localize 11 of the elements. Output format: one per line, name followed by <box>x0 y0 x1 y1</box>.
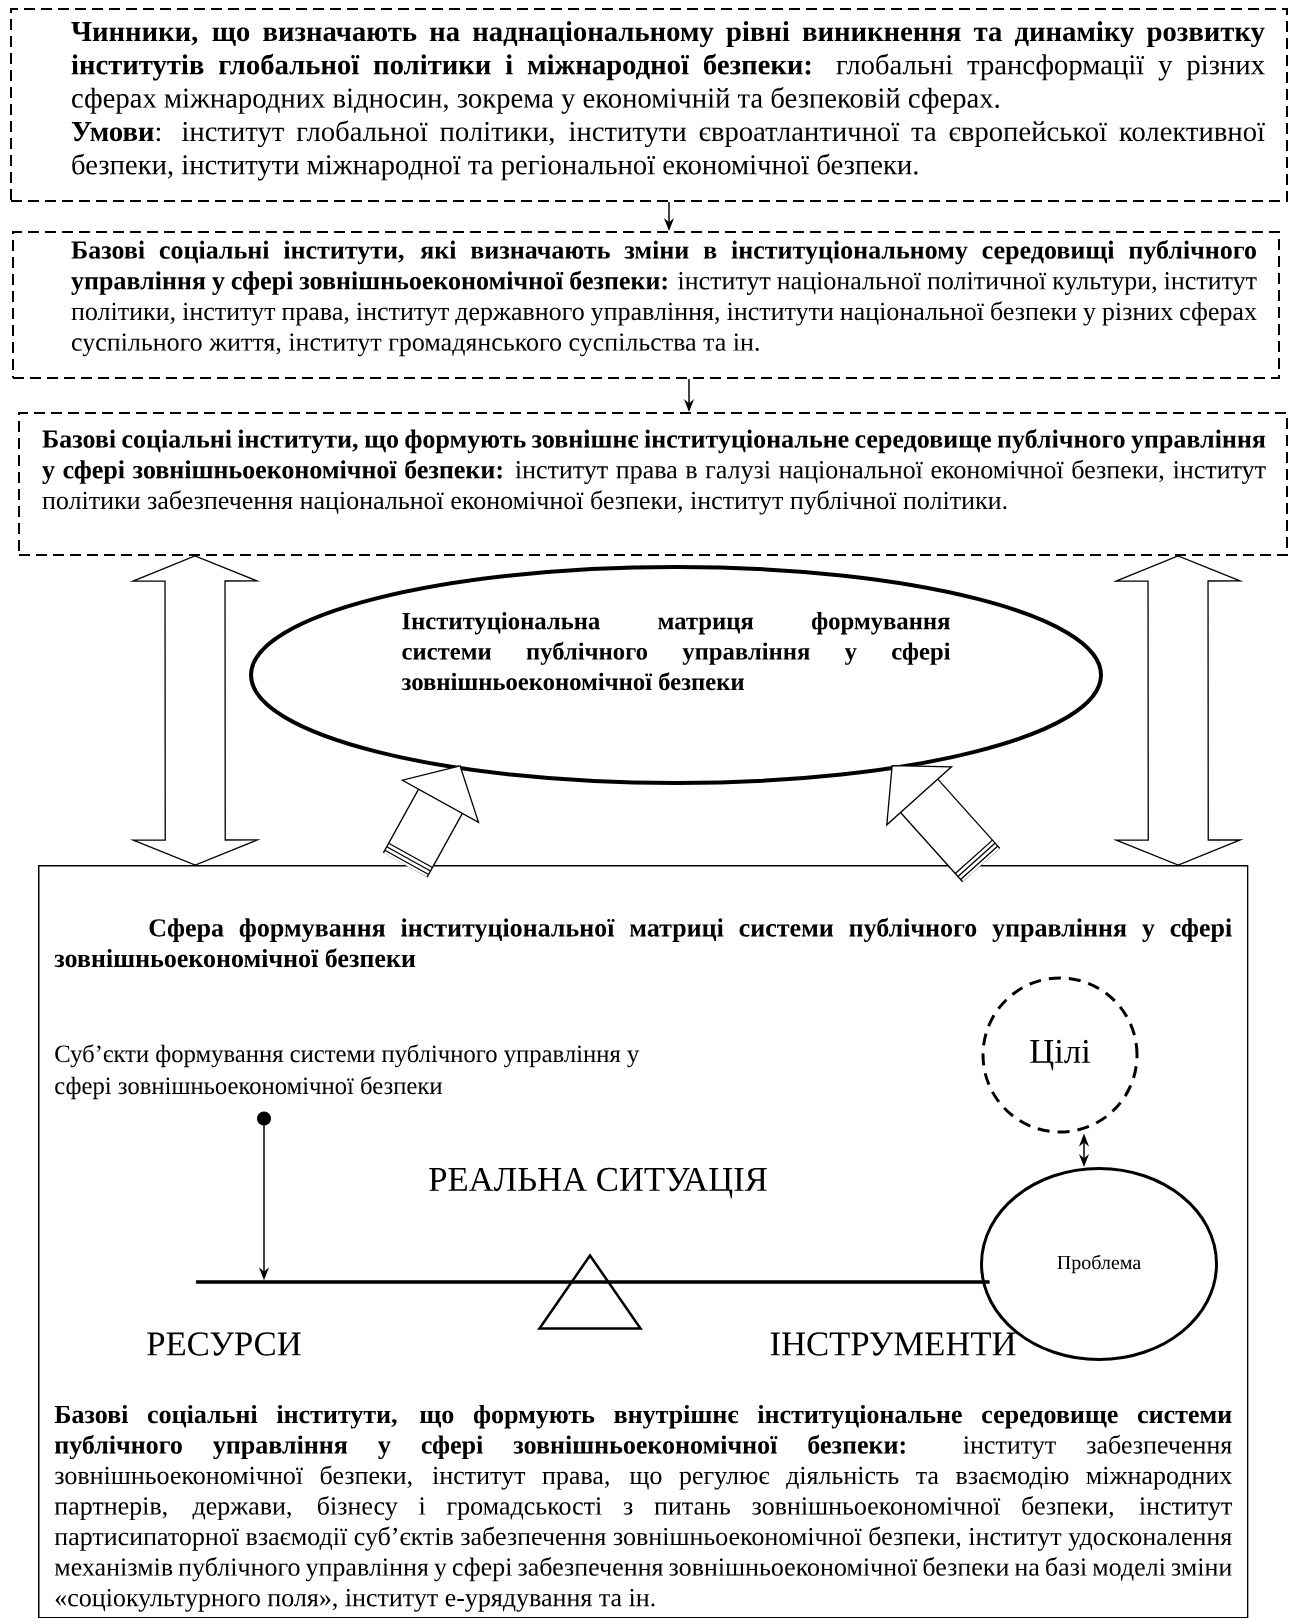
label-text: РЕСУРСИ <box>147 1332 301 1356</box>
block-arrow <box>886 765 1001 883</box>
dashed-box: Базові соціальні інститути, що формують зовнішнє інституціональне середовище публічного управління у сфері зовнішньоекономічної безпеки: інститут права в галузі національної економічної безпеки, інститут політики забезпечення національної економічної безпеки, інститут публічної політики. <box>18 412 1288 556</box>
double-arrow <box>1112 555 1244 866</box>
double-arrow <box>129 555 261 866</box>
dashed-box: Чинники, що визначають на наднаціональному рівні виникнення та динаміку розвитку інститутів глобальної політики і міжнародної безпеки: глобальні трансформації у різних сферах міжнародних відносин, зокрема у економічній та безпековій сферах. Умови: інститут глобальної політики, інститути євроатлантичної та європейської колективної безпеки, інститути міжнародної та регіональної економічної безпеки. <box>10 8 1288 202</box>
label-text: РЕАЛЬНА СИТУАЦІЯ <box>429 1167 767 1199</box>
block-arrow <box>382 765 480 878</box>
caption-text: Суб’єкти формування системи публічного управління у сфері зовнішньоекономічної безпеки <box>55 1044 640 1100</box>
dashed-box: Базові соціальні інститути, які визначають зміни в інституціональному середовищі публічного управління у сфері зовнішньоекономічної безпеки: інститут національної політичної культури, інститут політики, інститут права, інститут державного управління, інститути національної безпеки у різних сферах суспільного життя, інститут громадянського суспільства та ін. <box>12 231 1280 379</box>
label-text: ІНСТРУМЕНТИ <box>770 1332 1016 1356</box>
